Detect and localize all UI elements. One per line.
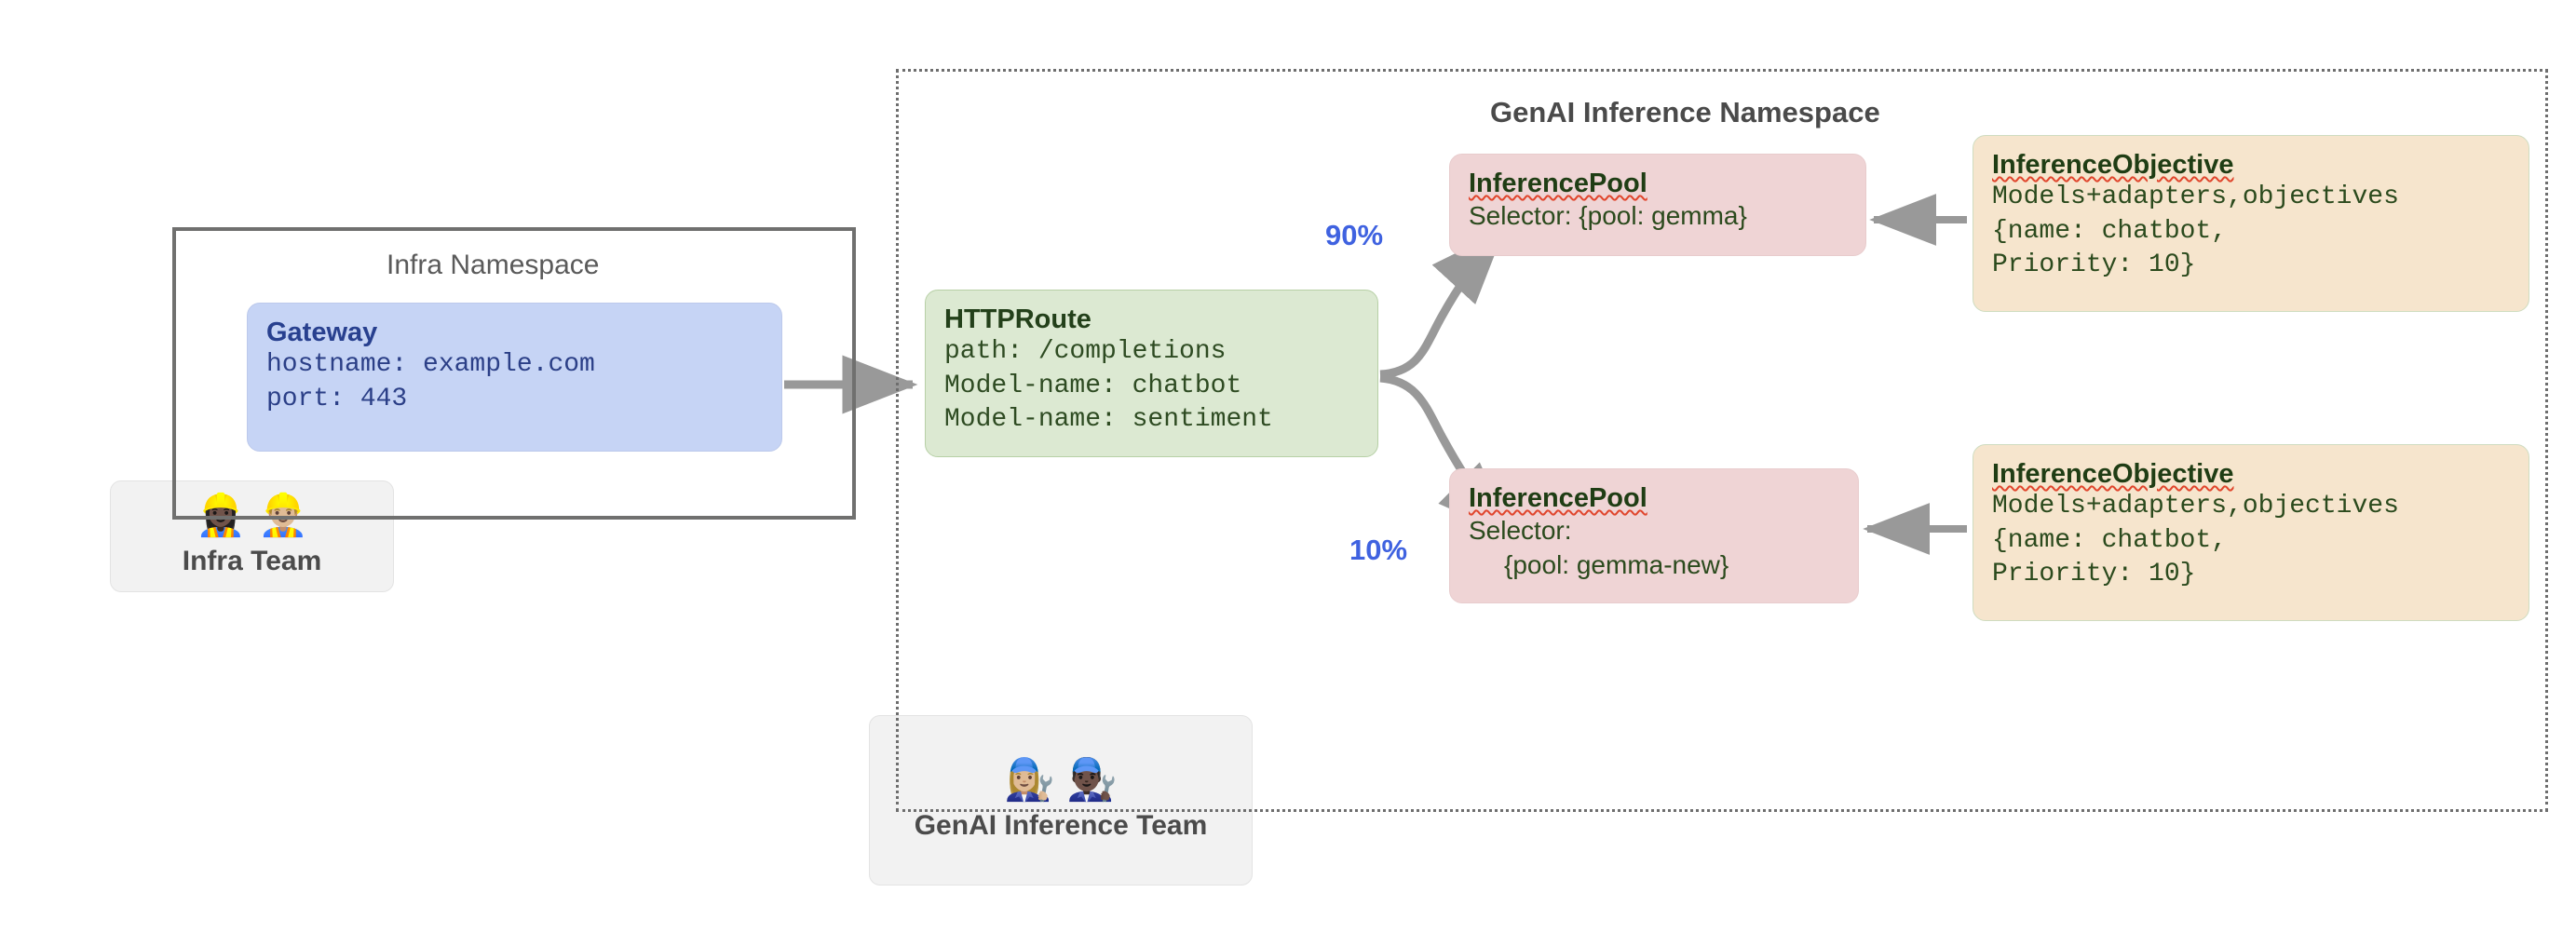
card-gateway-port: port: 443 (266, 384, 408, 413)
edge-weight-label-10: 10% (1349, 534, 1408, 566)
card-inferencepool-gemma-new[interactable]: InferencePool Selector: {pool: gemma-new… (1449, 468, 1859, 603)
namespace-boundary-infra (172, 227, 856, 520)
card-inferenceobjective-top-models: Models+adapters,objectives (1992, 183, 2399, 212)
card-inferenceobjective-bottom[interactable]: InferenceObjective Models+adapters,objec… (1973, 444, 2529, 621)
namespace-boundary-genai (896, 69, 2548, 812)
edge-weight-label-90: 90% (1325, 219, 1384, 251)
card-httproute-path: path: /completions (944, 337, 1227, 367)
card-inferenceobjective-bottom-name: {name: chatbot, (1992, 525, 2228, 555)
card-inferenceobjective-top[interactable]: InferenceObjective Models+adapters,objec… (1973, 135, 2529, 312)
team-label-infra: Infra Team (182, 546, 322, 576)
card-gateway-title: Gateway (266, 318, 378, 347)
mechanics-icon: 👩🏼‍🔧👨🏿‍🔧 (1004, 755, 1129, 804)
card-httproute-model-name-sentiment: Model-name: sentiment (944, 405, 1273, 434)
card-inferenceobjective-bottom-priority: Priority: 10} (1992, 560, 2196, 588)
construction-workers-icon: 👷🏿‍♀️👷🏼‍♂️ (195, 492, 320, 539)
team-badge-genai[interactable]: 👩🏼‍🔧👨🏿‍🔧 GenAI Inference Team (869, 715, 1253, 886)
card-inferenceobjective-bottom-title: InferenceObjective (1992, 459, 2234, 489)
card-inferencepool-gemma-new-selector-value: {pool: gemma-new} (1504, 549, 1729, 579)
card-inferenceobjective-top-title: InferenceObjective (1992, 150, 2234, 180)
card-gateway-hostname: hostname: example.com (266, 350, 595, 380)
namespace-title-infra: Infra Namespace (386, 250, 600, 280)
card-inferencepool-gemma-title: InferencePool (1469, 169, 1647, 198)
card-inferenceobjective-bottom-models: Models+adapters,objectives (1992, 492, 2399, 521)
card-inferenceobjective-top-priority: Priority: 10} (1992, 250, 2196, 279)
card-inferenceobjective-top-name: {name: chatbot, (1992, 216, 2228, 246)
card-inferencepool-gemma[interactable]: InferencePool Selector: {pool: gemma} (1449, 154, 1866, 256)
card-inferencepool-gemma-new-title: InferencePool (1469, 483, 1647, 513)
card-gateway[interactable]: Gateway hostname: example.com port: 443 (247, 303, 782, 452)
card-httproute-title: HTTPRoute (944, 304, 1091, 334)
card-inferencepool-gemma-new-selector: Selector: (1469, 516, 1572, 546)
card-httproute-model-name-chatbot: Model-name: chatbot (944, 371, 1242, 400)
namespace-title-genai: GenAI Inference Namespace (1490, 96, 1880, 128)
team-label-genai: GenAI Inference Team (914, 809, 1208, 841)
team-badge-infra[interactable]: 👷🏿‍♀️👷🏼‍♂️ Infra Team (110, 480, 394, 592)
card-inferencepool-gemma-selector: Selector: {pool: gemma} (1469, 201, 1747, 231)
card-httproute[interactable]: HTTPRoute path: /completions Model-name:… (925, 290, 1378, 457)
